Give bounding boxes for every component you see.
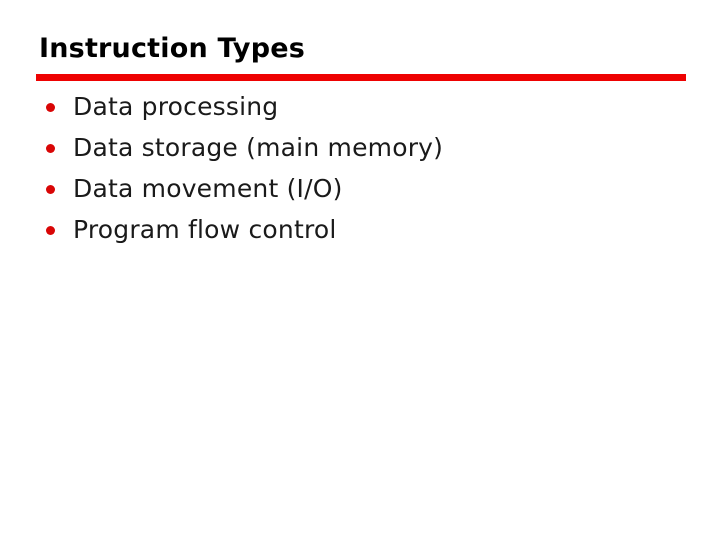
bullet-text: Program flow control xyxy=(73,215,337,244)
bullet-text: Data storage (main memory) xyxy=(73,133,444,162)
list-item: Program flow control xyxy=(46,209,443,250)
bullet-text: Data processing xyxy=(73,92,279,121)
bullet-list: Data processing Data storage (main memor… xyxy=(46,86,443,250)
bullet-text: Data movement (I/O) xyxy=(73,174,343,203)
title-underline-divider xyxy=(36,74,686,81)
bullet-dot-icon xyxy=(46,102,55,112)
bullet-dot-icon xyxy=(46,143,55,153)
list-item: Data storage (main memory) xyxy=(46,127,443,168)
bullet-dot-icon xyxy=(46,184,55,194)
list-item: Data movement (I/O) xyxy=(46,168,443,209)
page-title: Instruction Types xyxy=(39,33,306,64)
list-item: Data processing xyxy=(46,86,443,127)
bullet-dot-icon xyxy=(46,225,55,235)
